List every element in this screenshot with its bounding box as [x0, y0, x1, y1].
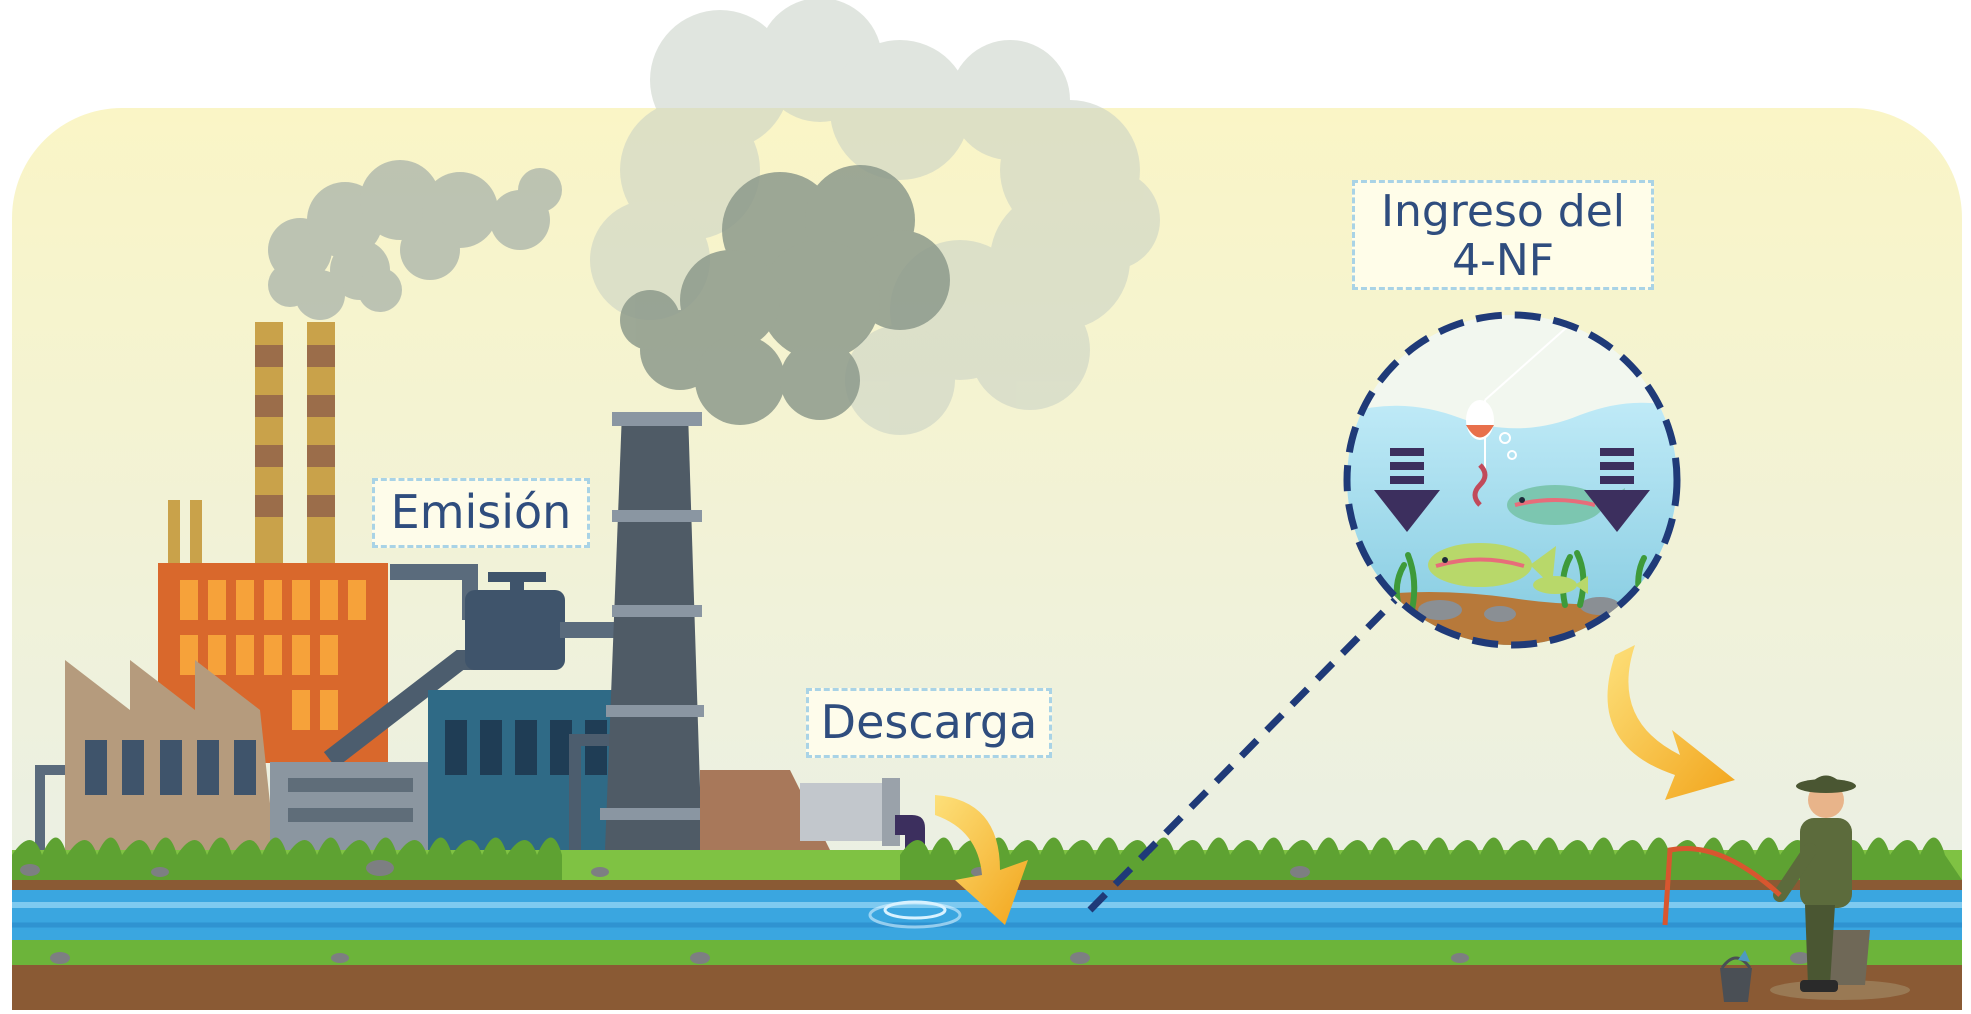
- ingress-label: Ingreso del 4-NF: [1352, 180, 1654, 290]
- ingress-label-line2: 4-NF: [1451, 235, 1555, 287]
- curved-arrow-icon: [1607, 645, 1735, 800]
- ingress-label-line1: Ingreso del: [1380, 186, 1626, 237]
- discharge-label-text: Descarga: [820, 695, 1038, 749]
- emission-label: Emisión: [372, 478, 590, 548]
- factory-ramp: [700, 770, 830, 850]
- smokestack-icon: [600, 412, 710, 850]
- fish-icon: [1428, 543, 1556, 587]
- dashed-connector-line: [1087, 597, 1398, 913]
- bucket-icon: [1720, 950, 1752, 1002]
- curved-arrow-icon: [935, 795, 1028, 925]
- smoke-cloud-icon: [268, 160, 562, 320]
- discharge-label: Descarga: [806, 688, 1052, 758]
- magnified-view: [1343, 311, 1681, 649]
- emission-label-text: Emisión: [390, 485, 572, 539]
- down-arrow-icon: [1584, 448, 1650, 532]
- fish-icon: [1533, 576, 1588, 594]
- down-arrow-icon: [1374, 448, 1440, 532]
- factory-icon: [35, 322, 638, 852]
- fisherman-icon: [1662, 775, 1910, 1000]
- smoke-cloud-icon: [620, 165, 950, 425]
- fishing-float-icon: [1466, 400, 1494, 440]
